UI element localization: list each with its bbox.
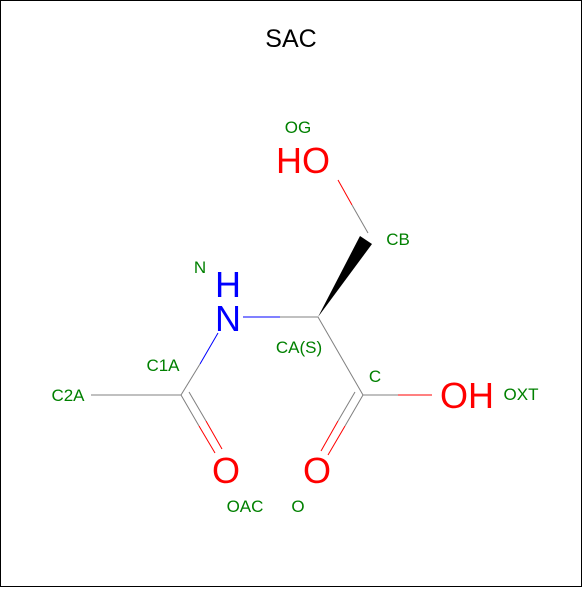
atom-oac-symbol: O <box>212 450 240 491</box>
bond-ca-cb-wedge <box>318 236 372 317</box>
bond-c-o-1a <box>344 394 364 427</box>
bond-c-o-2a <box>337 391 356 422</box>
atom-symbols: HO H N O O OH <box>212 140 494 491</box>
bond-ca-c <box>317 316 364 396</box>
label-o: O <box>291 497 304 516</box>
bond-c-o-1b <box>327 425 346 456</box>
label-c: C <box>369 367 381 386</box>
atom-labels: OG CB N CA(S) C1A C2A C OXT OAC O <box>51 118 538 516</box>
bond-c1a-oac-2b <box>205 420 223 450</box>
bond-n-c1a-n-half <box>199 332 219 365</box>
label-oxt: OXT <box>504 385 539 404</box>
bond-og-cb-o-half <box>337 179 353 206</box>
bonds <box>91 179 432 456</box>
atom-og-symbol: HO <box>276 140 330 181</box>
label-oac: OAC <box>227 497 264 516</box>
atom-oxt-symbol: OH <box>440 375 494 416</box>
label-og: OG <box>285 118 311 137</box>
bond-og-cb-c-half <box>351 204 369 234</box>
bond-n-c1a-c-half <box>180 363 201 396</box>
label-c2a: C2A <box>51 386 85 405</box>
atom-n-hydrogen-symbol: H <box>215 264 241 305</box>
atom-o-symbol: O <box>303 450 331 491</box>
bond-c1a-oac-2a <box>188 391 207 422</box>
bond-c1a-oac-1b <box>198 425 216 454</box>
label-c1a: C1A <box>146 356 180 375</box>
molecule-title: SAC <box>265 25 316 53</box>
label-cb: CB <box>386 230 410 249</box>
label-n: N <box>194 258 206 277</box>
label-ca: CA(S) <box>276 338 322 357</box>
atom-n-symbol: N <box>215 298 241 339</box>
bond-c1a-oac-1a <box>180 394 200 427</box>
bond-c-o-2b <box>320 420 339 452</box>
